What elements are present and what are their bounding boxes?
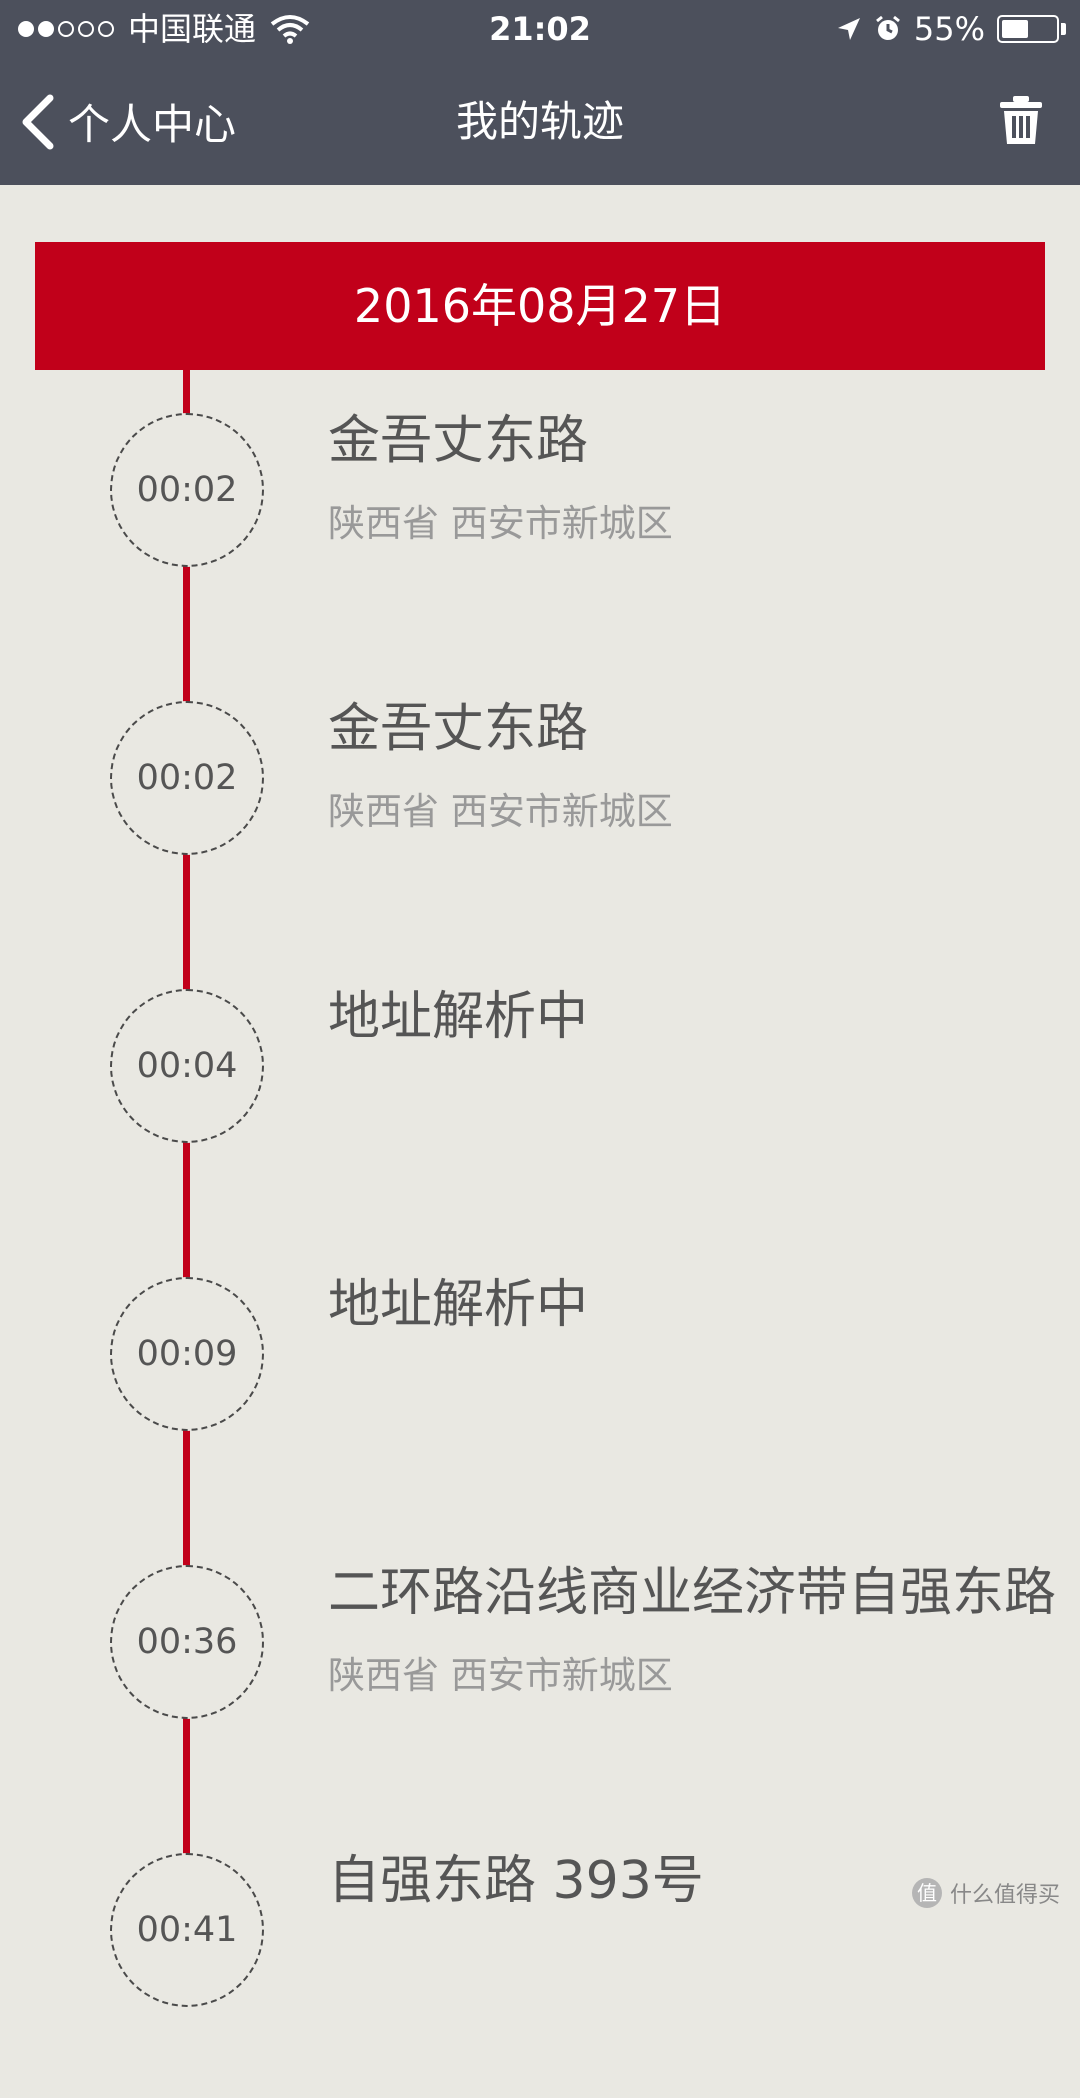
watermark-text: 什么值得买 (949, 1883, 1060, 1908)
watermark: 值 什么值得买 (911, 1877, 1060, 1909)
place-name: 地址解析中 (328, 987, 589, 1047)
navigation-bar: 个人中心 我的轨迹 (0, 58, 1080, 185)
chevron-left-icon (22, 94, 54, 149)
timeline-item[interactable]: 00:04 地址解析中 (0, 946, 1080, 1234)
battery-icon (997, 15, 1059, 43)
time-circle: 00:02 (110, 413, 264, 567)
back-label: 个人中心 (68, 100, 237, 149)
timeline-line (183, 370, 190, 1930)
time-circle: 00:41 (110, 1853, 264, 2007)
timeline-item[interactable]: 00:41 自强东路 393号 (0, 1810, 1080, 2098)
date-header: 2016年08月27日 (35, 242, 1045, 370)
time-circle: 00:09 (110, 1277, 264, 1431)
time-circle: 00:04 (110, 989, 264, 1143)
alarm-icon (875, 15, 900, 40)
watermark-logo: 值 (911, 1878, 942, 1908)
carrier-name: 中国联通 (128, 10, 257, 48)
battery-tip (1061, 23, 1066, 35)
timeline-item[interactable]: 00:09 地址解析中 (0, 1234, 1080, 1522)
location-arrow-icon (837, 18, 860, 40)
trash-icon[interactable] (998, 94, 1044, 146)
status-right: 55% (824, 0, 1066, 58)
timeline-item[interactable]: 00:02 金吾丈东路陕西省 西安市新城区 (0, 370, 1080, 658)
timeline-item[interactable]: 00:02 金吾丈东路陕西省 西安市新城区 (0, 658, 1080, 946)
signal-dot (18, 21, 34, 37)
signal-dot (98, 21, 114, 37)
page-title: 我的轨迹 (455, 97, 624, 146)
battery-percent: 55% (913, 10, 985, 48)
time-circle: 00:02 (110, 701, 264, 855)
place-name: 金吾丈东路 (328, 699, 589, 759)
wifi-icon (270, 15, 310, 44)
place-address: 陕西省 西安市新城区 (328, 502, 673, 545)
place-name: 二环路沿线商业经济带自强东路 (328, 1563, 1057, 1623)
signal-strength: 中国联通 (18, 0, 310, 58)
signal-dot (38, 21, 54, 37)
status-bar: 中国联通 21:02 55% (0, 0, 1080, 58)
place-address: 陕西省 西安市新城区 (328, 1654, 673, 1697)
place-name: 自强东路 393号 (328, 1851, 704, 1911)
signal-dot (58, 21, 74, 37)
place-name: 金吾丈东路 (328, 411, 589, 471)
time-circle: 00:36 (110, 1565, 264, 1719)
top-bar: 中国联通 21:02 55% (0, 0, 1080, 185)
signal-dot (78, 21, 94, 37)
back-button[interactable]: 个人中心 (20, 58, 236, 185)
place-address: 陕西省 西安市新城区 (328, 790, 673, 833)
timeline-item[interactable]: 00:36 二环路沿线商业经济带自强东路陕西省 西安市新城区 (0, 1522, 1080, 1810)
place-name: 地址解析中 (328, 1275, 589, 1335)
battery-fill (1002, 20, 1028, 38)
status-time: 21:02 (489, 10, 591, 48)
